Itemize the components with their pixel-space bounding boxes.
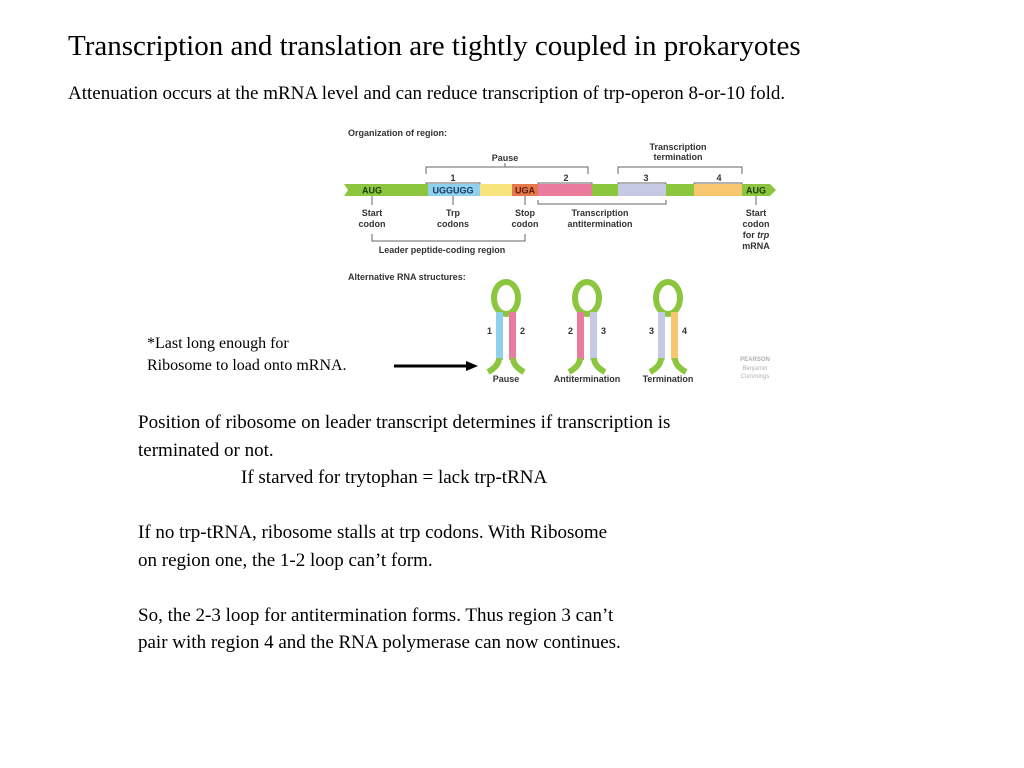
alt-structures-heading: Alternative RNA structures: bbox=[348, 272, 466, 282]
trp-start-label-line1: Start bbox=[746, 208, 767, 218]
termination-bracket bbox=[617, 166, 743, 174]
pause-loop bbox=[491, 279, 521, 317]
region-number-2: 2 bbox=[563, 173, 568, 183]
trp-start-label-line5: mRNA bbox=[742, 241, 770, 251]
antitermination-label-line1: Transcription bbox=[571, 208, 628, 218]
termination-right-tail bbox=[672, 357, 688, 375]
segment-green-mid bbox=[592, 184, 618, 196]
antitermination-structure-label: Antitermination bbox=[554, 374, 621, 384]
termination-structure-label: Termination bbox=[643, 374, 694, 384]
segment-region-2 bbox=[538, 184, 592, 196]
body-p1-line3: If starved for trytophan = lack trp-tRNA bbox=[241, 467, 548, 488]
termination-right-region: 4 bbox=[682, 326, 687, 336]
segment-yellow bbox=[480, 184, 512, 196]
pause-right-region: 2 bbox=[520, 326, 525, 336]
slide-subtitle: Attenuation occurs at the mRNA level and… bbox=[68, 83, 786, 104]
termination-stem-region-4 bbox=[671, 312, 678, 360]
explanation-text: Position of ribosome on leader transcrip… bbox=[138, 409, 670, 657]
antitermination-loop bbox=[572, 279, 602, 317]
region-number-1: 1 bbox=[450, 173, 455, 183]
antitermination-right-region: 3 bbox=[601, 326, 606, 336]
antitermination-stem-region-2 bbox=[577, 312, 584, 360]
pause-left-tail bbox=[486, 357, 502, 375]
aug-start-codon: AUG bbox=[362, 186, 382, 196]
termination-left-region: 3 bbox=[649, 326, 654, 336]
hairpin-pause bbox=[486, 279, 526, 375]
segment-region-4 bbox=[694, 184, 742, 196]
trp-start-label-line3: for bbox=[743, 230, 755, 240]
svg-text:for trp: for trp bbox=[743, 230, 770, 240]
trp-attenuation-diagram: Organization of region: Pause Transcript… bbox=[344, 128, 776, 384]
trp-codons-label-line1: Trp bbox=[446, 208, 461, 218]
pause-left-region: 1 bbox=[487, 326, 492, 336]
publisher-mark-line2: Benjamin bbox=[742, 366, 768, 372]
stop-codon-sequence: UGA bbox=[515, 186, 536, 196]
body-p1-line2: terminated or not. bbox=[138, 439, 274, 461]
leader-peptide-bracket bbox=[371, 234, 526, 242]
body-p3-line2: pair with region 4 and the RNA polymeras… bbox=[138, 632, 621, 653]
stop-codon-label-line1: Stop bbox=[515, 208, 535, 218]
leader-peptide-label: Leader peptide-coding region bbox=[379, 245, 506, 255]
antitermination-right-tail bbox=[591, 357, 607, 375]
slide-title: Transcription and translation are tightl… bbox=[68, 30, 801, 62]
mrna-arrowhead bbox=[770, 184, 776, 196]
body-p2-line2: on region one, the 1-2 loop can’t form. bbox=[138, 549, 433, 571]
pause-bracket-label: Pause bbox=[492, 153, 519, 163]
antitermination-label-line2: antitermination bbox=[567, 219, 632, 229]
antitermination-left-region: 2 bbox=[568, 326, 573, 336]
body-p2-line1: If no trp-tRNA, ribosome stalls at trp c… bbox=[138, 522, 608, 543]
segment-green-mid2 bbox=[666, 184, 694, 196]
termination-label-line2: termination bbox=[653, 152, 702, 162]
termination-label-line1: Transcription bbox=[649, 142, 706, 152]
pause-right-tail bbox=[510, 357, 526, 375]
segment-region-1 bbox=[428, 184, 480, 196]
body-p1-line1: Position of ribosome on leader transcrip… bbox=[138, 412, 671, 433]
body-p3-line1: So, the 2-3 loop for antitermination for… bbox=[138, 604, 614, 626]
segment-region-3 bbox=[618, 184, 666, 196]
segment-stop bbox=[512, 184, 538, 196]
note-line-1: *Last long enough for bbox=[147, 335, 289, 352]
publisher-mark-line1: PEARSON bbox=[740, 357, 770, 363]
aug-end-codon: AUG bbox=[746, 186, 766, 196]
stop-codon-label-line2: codon bbox=[512, 219, 539, 229]
start-codon-label-line1: Start bbox=[362, 208, 383, 218]
trp-start-label-line2: codon bbox=[743, 219, 770, 229]
antitermination-left-tail bbox=[567, 357, 583, 375]
antitermination-stem-region-3 bbox=[590, 312, 597, 360]
region-number-3: 3 bbox=[643, 173, 648, 183]
termination-loop bbox=[653, 279, 683, 317]
antitermination-bracket bbox=[537, 200, 667, 205]
note-arrow bbox=[394, 361, 478, 371]
start-codon-label-line2: codon bbox=[359, 219, 386, 229]
pause-bracket bbox=[425, 166, 589, 174]
mrna-bar bbox=[344, 184, 776, 196]
segment-green-end bbox=[742, 184, 770, 196]
note-line-2: Ribosome to load onto mRNA. bbox=[147, 357, 347, 374]
trp-start-label-italic: trp bbox=[757, 230, 769, 240]
pause-stem-region-1 bbox=[496, 312, 503, 360]
publisher-mark-line3: Cummings bbox=[741, 374, 770, 380]
mrna-tail bbox=[344, 184, 350, 196]
hairpin-termination bbox=[648, 279, 688, 375]
hairpin-antitermination bbox=[567, 279, 607, 375]
organization-heading: Organization of region: bbox=[348, 128, 447, 138]
note-arrow-head bbox=[466, 361, 478, 371]
trp-codons-sequence: UGGUGG bbox=[432, 186, 473, 196]
termination-left-tail bbox=[648, 357, 664, 375]
region-number-4: 4 bbox=[716, 173, 721, 183]
pause-stem-region-2 bbox=[509, 312, 516, 360]
ribosome-note: *Last long enough for Ribosome to load o… bbox=[147, 333, 347, 377]
segment-green-start bbox=[350, 184, 428, 196]
trp-codons-label-line2: codons bbox=[437, 219, 469, 229]
termination-stem-region-3 bbox=[658, 312, 665, 360]
pause-structure-label: Pause bbox=[493, 374, 520, 384]
